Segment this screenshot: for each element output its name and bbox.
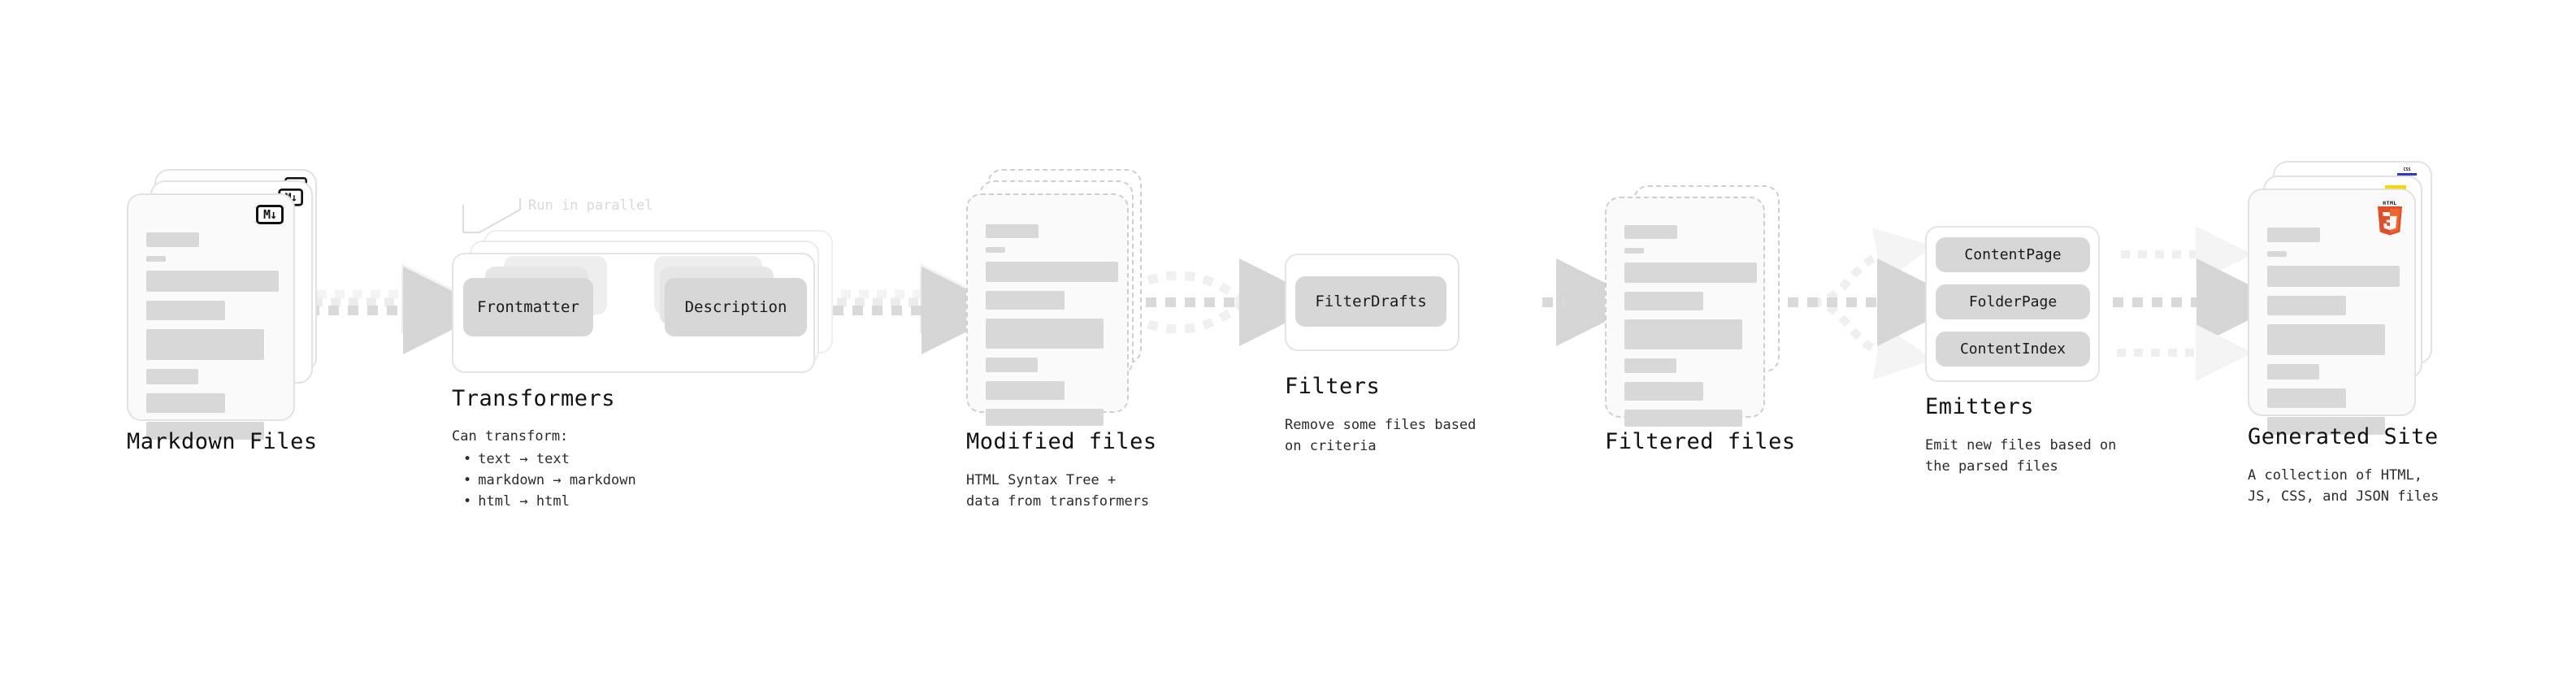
transformers-bullets-heading: Can transform: — [452, 428, 569, 445]
filter-chip-filterdrafts[interactable]: FilterDrafts — [1295, 276, 1446, 327]
markdown-icon-glyph: M↓ — [262, 206, 277, 222]
file-content-placeholder — [1624, 225, 1757, 436]
modified-files-description: HTML Syntax Tree + data from transformer… — [966, 472, 1150, 510]
transformer-chip-description[interactable]: Description — [665, 278, 807, 336]
html5-icon-label: HTML — [2383, 200, 2397, 206]
list-item: text → text — [463, 449, 636, 470]
arrow-filtered-to-emitters — [1788, 228, 1965, 380]
arrow-markdown-to-transformers — [309, 262, 491, 354]
filter-chip-label: FilterDrafts — [1315, 293, 1427, 310]
generated-file-card-html[interactable]: HTML — [2248, 189, 2416, 435]
file-content-placeholder — [986, 224, 1118, 435]
page-title-emitters: Emitters — [1925, 394, 2035, 419]
css-icon: CSS — [2396, 168, 2418, 178]
list-item: html → html — [463, 491, 636, 512]
file-content-placeholder — [146, 232, 279, 449]
file-content-placeholder — [2267, 228, 2400, 444]
page-title-generated-site: Generated Site — [2248, 424, 2439, 449]
transformer-chip-frontmatter[interactable]: Frontmatter — [463, 278, 593, 336]
filters-description: Remove some files based on criteria — [1285, 417, 1477, 454]
emitter-chip-label: ContentPage — [1964, 246, 2062, 263]
css-icon-label: CSS — [2403, 167, 2411, 172]
page-title-modified-files: Modified files — [966, 429, 1157, 454]
emitter-chip-label: FolderPage — [1968, 293, 2058, 310]
page-title-filters: Filters — [1285, 374, 1381, 399]
emitter-chip-label: ContentIndex — [1959, 340, 2066, 358]
markdown-icon: M↓ — [256, 205, 284, 224]
generated-site-description: A collection of HTML, JS, CSS, and JSON … — [2248, 467, 2439, 505]
emitter-chip-folderpage[interactable]: FolderPage — [1936, 284, 2090, 319]
html5-icon: HTML — [2375, 200, 2405, 236]
list-item: markdown → markdown — [463, 470, 635, 491]
markdown-file-card-front[interactable]: M↓ — [127, 193, 295, 440]
filtered-file-card-front[interactable] — [1605, 197, 1765, 427]
emitter-chip-contentindex[interactable]: ContentIndex — [1936, 332, 2090, 367]
transformer-chip-label: Description — [684, 298, 787, 316]
modified-file-card-front[interactable] — [966, 193, 1129, 426]
arrow-transformers-to-modified — [833, 262, 1009, 354]
page-title-transformers: Transformers — [452, 386, 616, 411]
emitter-chip-contentpage[interactable]: ContentPage — [1936, 237, 2090, 272]
run-in-parallel-bracket — [462, 198, 521, 233]
arrow-emitters-to-site — [2113, 226, 2284, 381]
emitters-description: Emit new files based on the parsed files — [1925, 437, 2117, 475]
html5-icon-shield — [2376, 206, 2404, 236]
css-icon-underline — [2397, 173, 2417, 176]
arrow-modified-to-filters — [1146, 258, 1327, 346]
page-title-markdown-files: Markdown Files — [127, 429, 318, 454]
run-in-parallel-hint: Run in parallel — [528, 197, 653, 214]
transformers-bullet-list: Can transform: text → text markdown → ma… — [452, 426, 636, 512]
page-title-filtered-files: Filtered files — [1605, 429, 1796, 454]
transformer-chip-label: Frontmatter — [477, 298, 579, 316]
